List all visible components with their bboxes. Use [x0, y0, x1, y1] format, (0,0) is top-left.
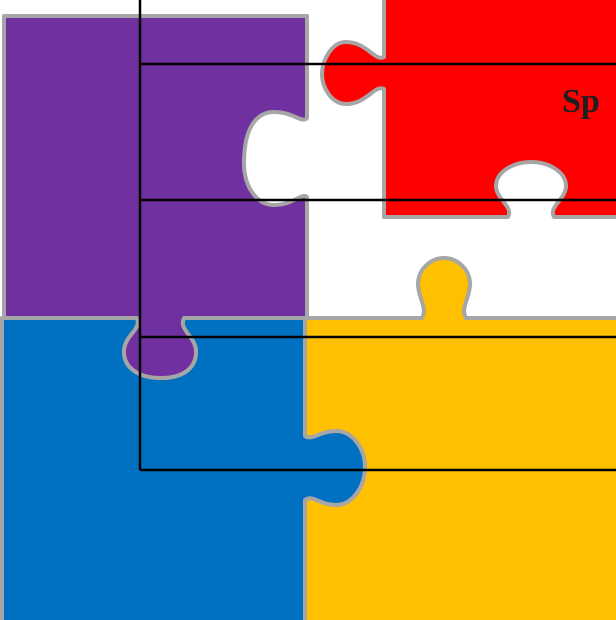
- red-piece-label: Sp: [562, 83, 600, 120]
